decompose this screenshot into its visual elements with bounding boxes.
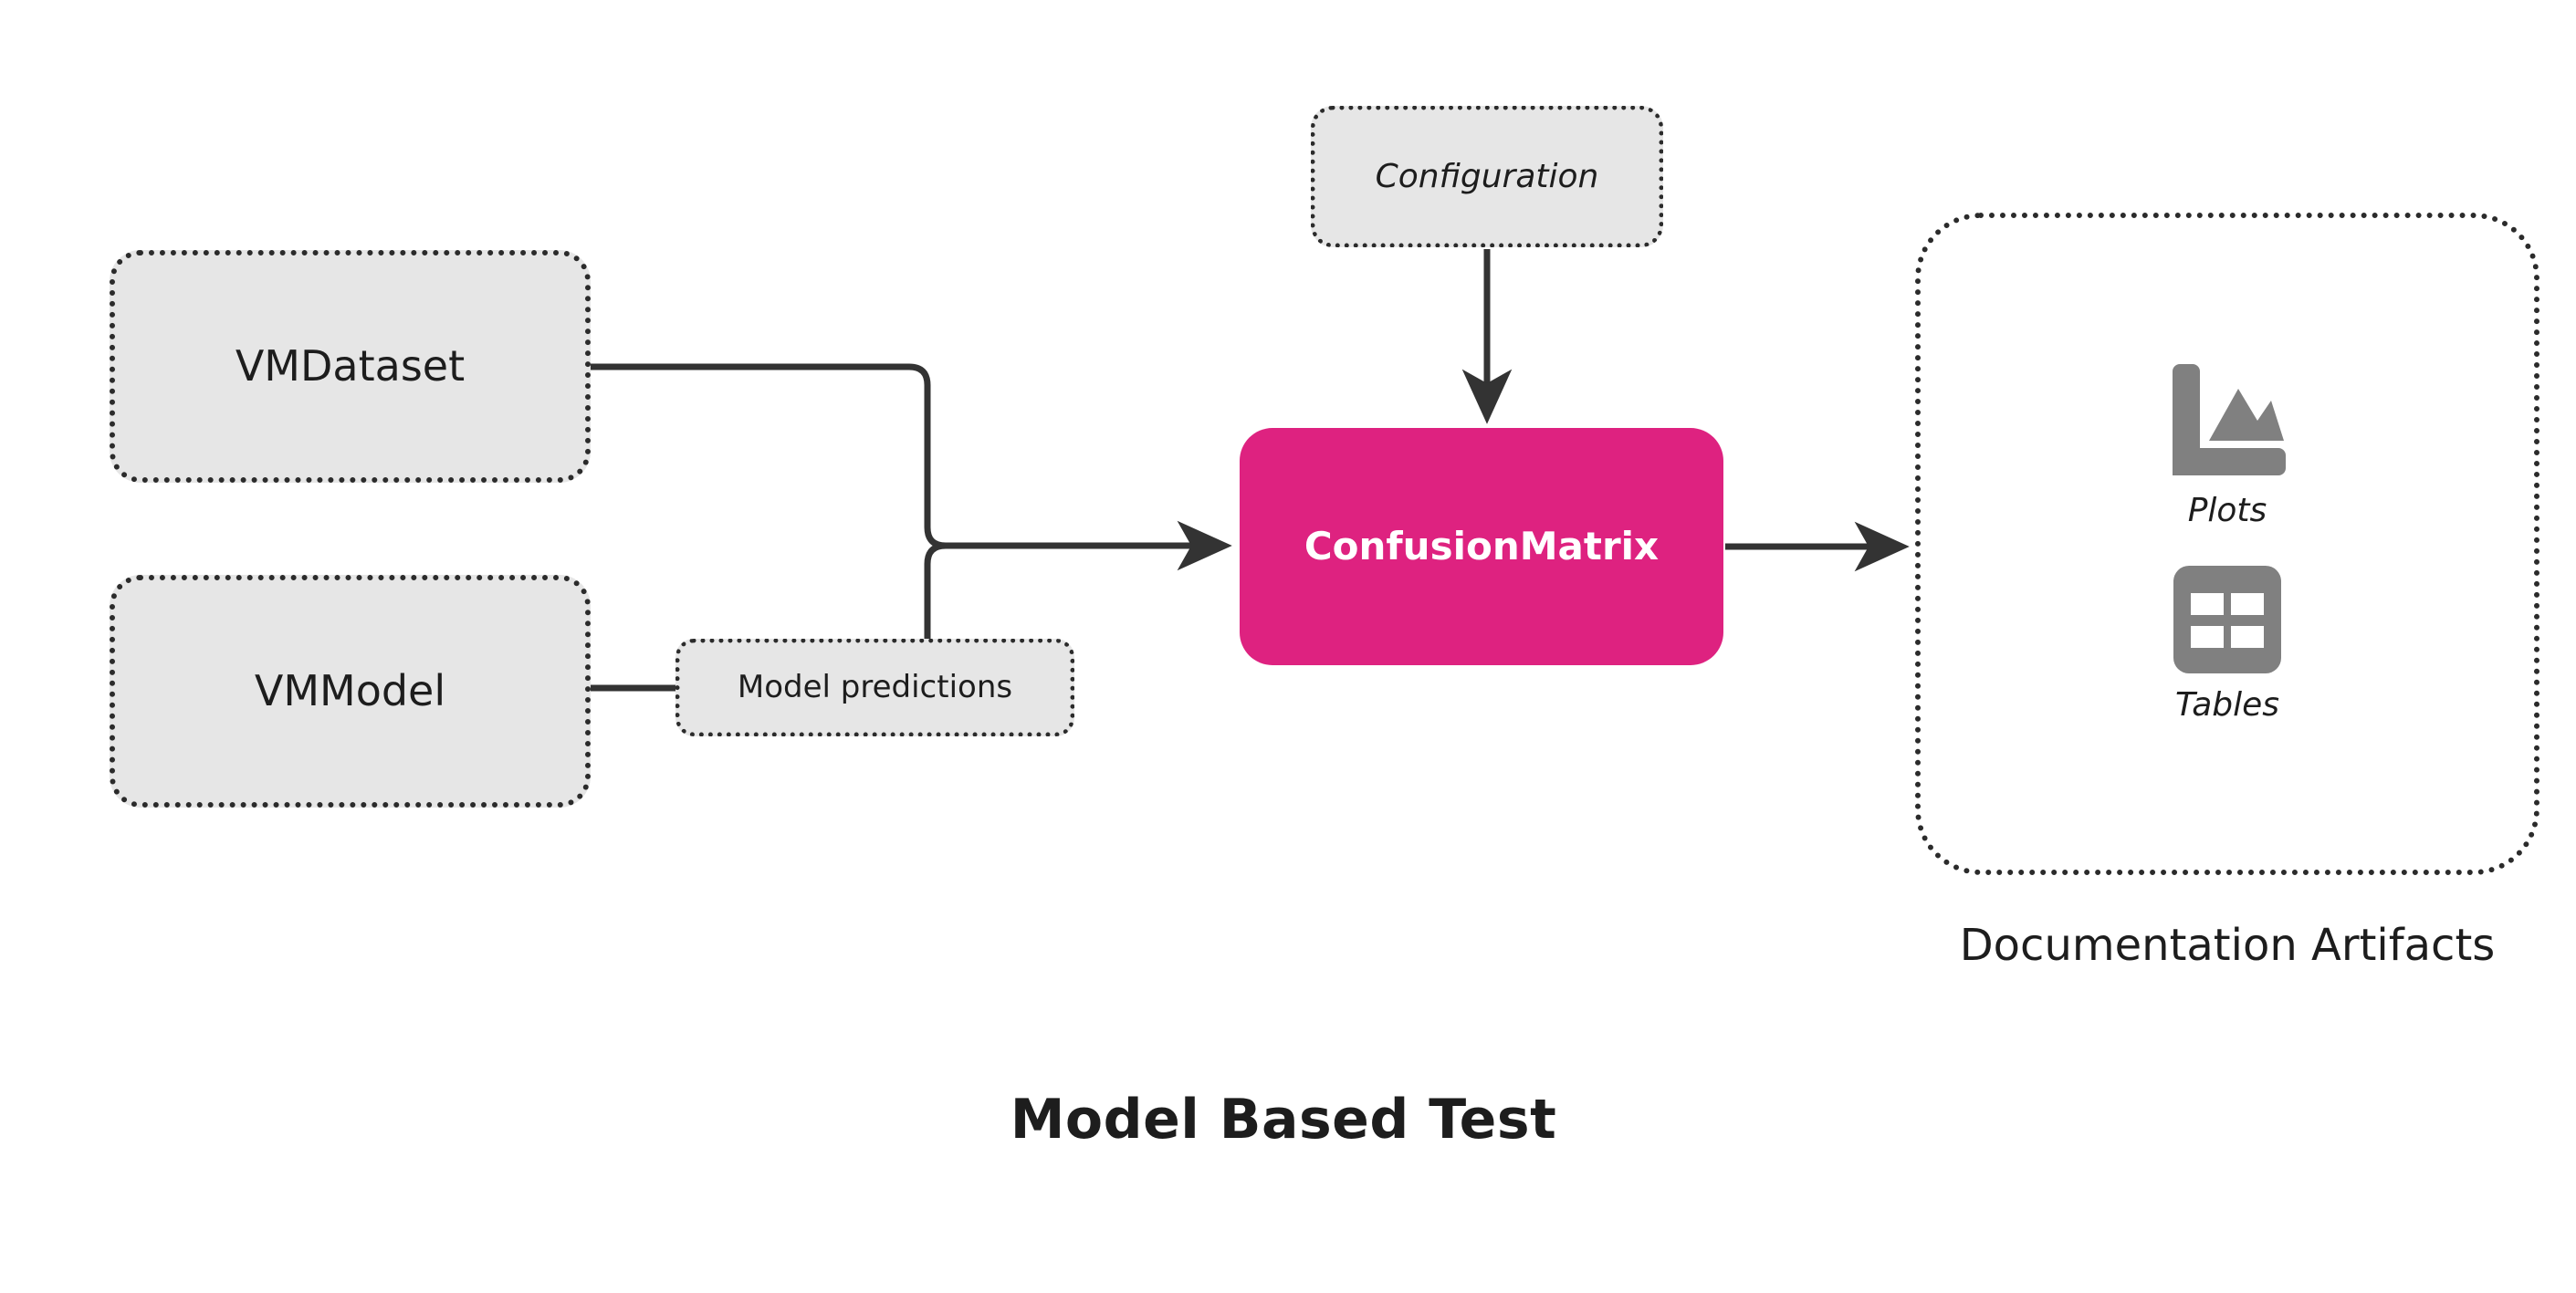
chart-area-icon <box>2169 364 2286 483</box>
node-model-predictions[interactable]: Model predictions <box>675 639 1074 736</box>
node-configuration-label: Configuration <box>1375 157 1599 195</box>
node-confusion-matrix-label: ConfusionMatrix <box>1304 523 1660 568</box>
documentation-artifacts-caption: Documentation Artifacts <box>1959 920 2496 971</box>
artifact-plots[interactable]: Plots <box>2169 364 2286 529</box>
artifact-plots-label: Plots <box>2187 492 2267 529</box>
node-vmmodel-label: VMModel <box>254 666 446 716</box>
node-vmmodel[interactable]: VMModel <box>110 575 591 808</box>
diagram-title-text: Model Based Test <box>1010 1088 1557 1152</box>
table-grid-icon <box>2173 566 2281 677</box>
diagram-title: Model Based Test <box>0 1088 2576 1152</box>
node-vmdataset-label: VMDataset <box>235 341 466 391</box>
node-vmdataset[interactable]: VMDataset <box>110 250 591 483</box>
edge-vmdataset-to-confusionmatrix <box>591 363 1232 571</box>
node-confusion-matrix[interactable]: ConfusionMatrix <box>1240 428 1723 665</box>
node-configuration[interactable]: Configuration <box>1311 106 1663 247</box>
node-model-predictions-label: Model predictions <box>737 668 1013 705</box>
documentation-artifacts-panel[interactable]: Plots Tables <box>1915 213 2539 875</box>
artifact-tables-label: Tables <box>2174 686 2280 724</box>
edge-modelpredictions-to-confusionmatrix <box>924 542 947 639</box>
artifact-tables[interactable]: Tables <box>2173 566 2281 724</box>
